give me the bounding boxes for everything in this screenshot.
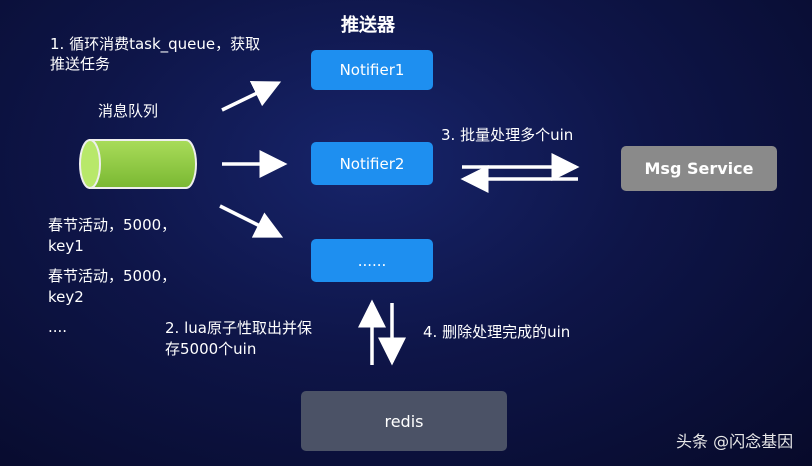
queue-item-2-line2: key2 [48, 288, 84, 306]
step1-label-line1: 1. 循环消费task_queue，获取 [50, 35, 261, 53]
queue-item-2-line1: 春节活动，5000， [48, 267, 177, 285]
message-queue-label: 消息队列 [98, 102, 159, 120]
message-queue-cylinder [79, 139, 197, 189]
step2-label-line1: 2. lua原子性取出并保 [165, 319, 312, 337]
arrow-queue-to-notifier1 [221, 81, 282, 112]
notifier1-box: Notifier1 [311, 50, 433, 90]
step4-label: 4. 删除处理完成的uin [423, 323, 571, 341]
step3-label: 3. 批量处理多个uin [441, 126, 574, 144]
step2-label-line2: 存5000个uin [165, 340, 257, 358]
pusher-title: 推送器 [341, 15, 395, 36]
arrow-queue-to-notifier-more [219, 204, 284, 238]
queue-item-ellipsis: .... [48, 318, 68, 336]
watermark: 头条 @闪念基因 [676, 432, 794, 451]
redis-box: redis [301, 391, 507, 451]
queue-item-1-line2: key1 [48, 237, 84, 255]
notifier2-box: Notifier2 [311, 142, 433, 185]
msg-service-box: Msg Service [621, 146, 777, 191]
notifier-more-box: ...... [311, 239, 433, 282]
queue-item-1-line1: 春节活动，5000， [48, 216, 177, 234]
step1-label-line2: 推送任务 [50, 55, 111, 73]
